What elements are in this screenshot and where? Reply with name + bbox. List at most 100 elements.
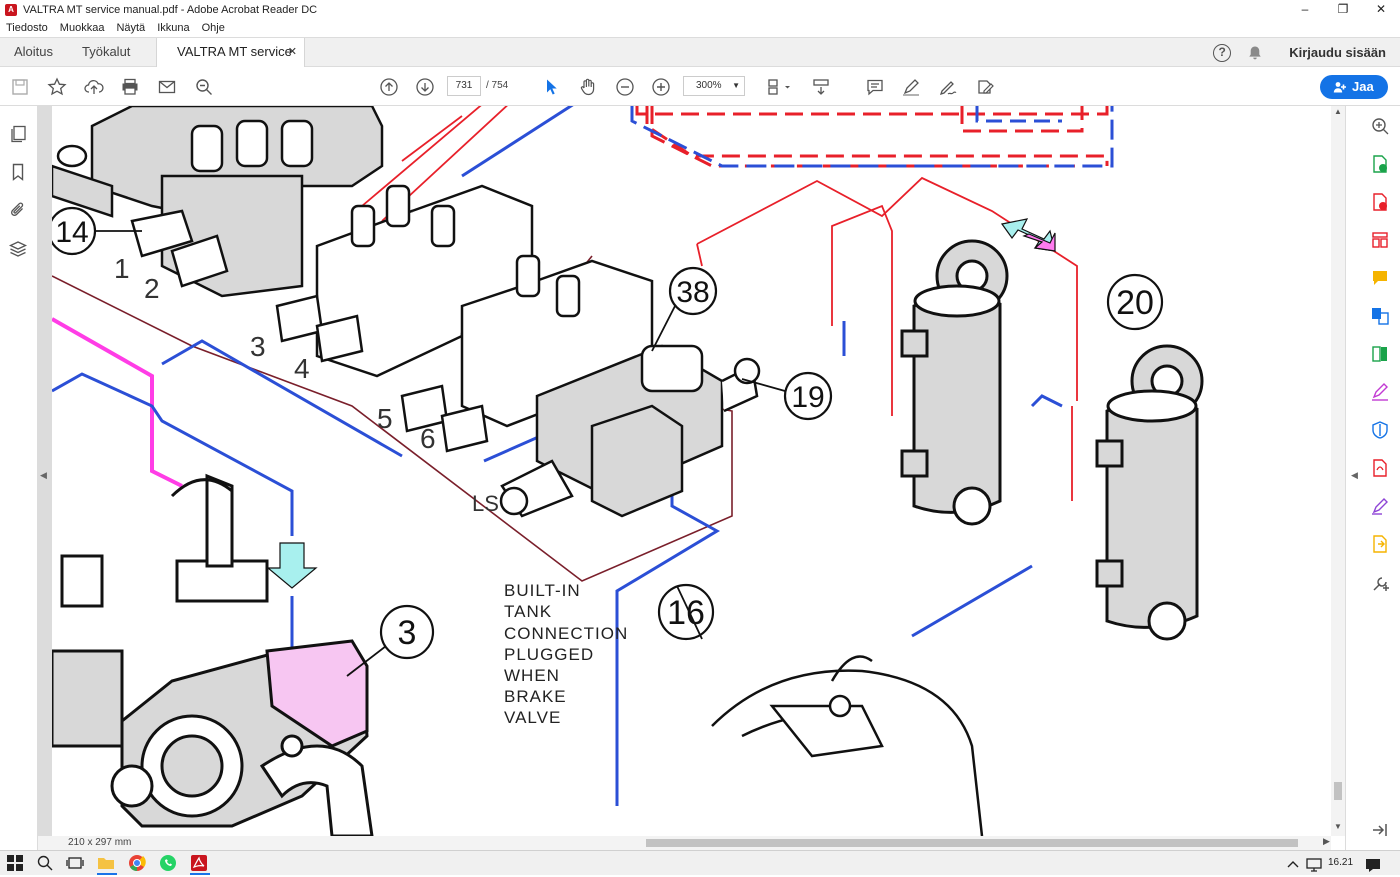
callout-leaders (95, 230, 786, 677)
menu-window[interactable]: Ikkuna (157, 22, 190, 34)
draw-sign-icon[interactable] (937, 76, 959, 98)
enhance-scan-icon[interactable] (1370, 116, 1392, 138)
share-button[interactable]: Jaa (1320, 75, 1388, 99)
expand-panel-icon[interactable] (1370, 820, 1392, 842)
title-bar: A VALTRA MT service manual.pdf - Adobe A… (0, 0, 1400, 19)
taskbar-clock[interactable]: 16.21 (1328, 857, 1354, 868)
zoom-out-icon[interactable] (614, 76, 636, 98)
select-cursor-icon[interactable] (540, 76, 562, 98)
part-number-5: 5 (377, 403, 393, 434)
menu-file[interactable]: Tiedosto (6, 22, 48, 34)
share-button-label: Jaa (1352, 79, 1374, 94)
scroll-down-arrow-icon[interactable]: ▼ (1334, 822, 1342, 831)
right-tools-pane: ◀ (1345, 106, 1400, 850)
comment-icon[interactable] (864, 76, 886, 98)
horizontal-scroll-thumb[interactable] (646, 839, 1298, 847)
create-pdf-icon[interactable] (1370, 192, 1392, 214)
export-pdf-icon[interactable] (1370, 154, 1392, 176)
next-page-icon[interactable] (414, 76, 436, 98)
cloud-upload-icon[interactable] (83, 76, 105, 98)
left-navigation-pane (0, 106, 38, 850)
valve-stack-middle (275, 184, 654, 453)
part-number-4: 4 (294, 353, 310, 384)
search-icon[interactable] (36, 854, 56, 874)
chrome-icon[interactable] (128, 854, 148, 874)
attachments-paperclip-icon[interactable] (8, 200, 30, 222)
send-file-icon[interactable] (1370, 534, 1392, 556)
zoom-in-icon[interactable] (650, 76, 672, 98)
callout-3: 3 (398, 614, 417, 652)
whatsapp-icon[interactable] (159, 854, 179, 874)
bookmarks-icon[interactable] (8, 162, 30, 184)
more-tools-icon[interactable] (1370, 574, 1392, 596)
fill-and-sign-icon[interactable] (1370, 382, 1392, 404)
pdf-page[interactable]: 14 38 19 20 16 3 1 2 3 4 5 6 LS BUILT-IN… (52, 106, 1331, 836)
comment-tool-icon[interactable] (1370, 268, 1392, 290)
combine-files-icon[interactable] (1370, 306, 1392, 328)
tray-chevron-up-icon[interactable] (1284, 856, 1304, 876)
menu-edit[interactable]: Muokkaa (59, 22, 105, 34)
tab-tools[interactable]: Työkalut (82, 44, 131, 59)
windows-taskbar: 16.21 (0, 850, 1400, 875)
notification-center-icon[interactable] (1364, 856, 1384, 876)
acrobat-app-icon: A (5, 3, 17, 16)
task-view-icon[interactable] (66, 854, 86, 874)
zoom-level-select[interactable]: 300% ▼ (683, 76, 745, 96)
page-number-input[interactable]: 731 (447, 76, 481, 96)
ls-label: LS (472, 491, 499, 516)
search-zoom-icon[interactable] (193, 76, 215, 98)
star-bookmark-icon[interactable] (46, 76, 68, 98)
file-explorer-icon[interactable] (97, 854, 117, 874)
notification-bell-icon[interactable] (1247, 45, 1263, 61)
document-viewport[interactable]: 14 38 19 20 16 3 1 2 3 4 5 6 LS BUILT-IN… (38, 106, 1331, 836)
close-window-button[interactable]: ✕ (1375, 2, 1387, 16)
close-tab-icon[interactable]: ✕ (287, 46, 297, 58)
scroll-right-arrow-icon[interactable]: ▶ (1323, 836, 1330, 846)
minimize-button[interactable]: – (1301, 2, 1309, 16)
vertical-scrollbar[interactable]: ▲ ▼ (1331, 106, 1345, 836)
page-layout-icon[interactable] (764, 76, 794, 98)
tab-bar: Aloitus Työkalut VALTRA MT service ... ✕… (0, 37, 1400, 87)
previous-page-icon[interactable] (378, 76, 400, 98)
menu-help[interactable]: Ohje (201, 22, 225, 34)
scroll-mode-icon[interactable] (810, 76, 832, 98)
send-for-signature-icon[interactable] (1370, 496, 1392, 518)
collapse-right-pane-icon[interactable]: ◀ (1351, 470, 1358, 480)
callout-20: 20 (1116, 284, 1154, 322)
double-arrow-indicator (1000, 218, 1056, 252)
help-icon[interactable]: ? (1213, 43, 1232, 62)
note-line-3: CONNECTION (504, 624, 628, 643)
print-icon[interactable] (119, 76, 141, 98)
maximize-button[interactable]: ❐ (1337, 2, 1349, 16)
tab-document[interactable]: VALTRA MT service ... ✕ (156, 38, 305, 87)
collapse-left-pane-icon[interactable]: ◀ (40, 470, 47, 480)
hand-tool-icon[interactable] (577, 76, 599, 98)
windows-start-icon[interactable] (6, 854, 26, 874)
horizontal-scrollbar[interactable]: 210 x 297 mm ▶ (38, 836, 1331, 850)
page-size-label: 210 x 297 mm (68, 837, 132, 848)
export-to-pdf-icon[interactable] (1370, 458, 1392, 480)
active-indicator (97, 873, 117, 875)
protect-shield-icon[interactable] (1370, 420, 1392, 442)
flow-down-arrow (266, 542, 318, 589)
email-icon[interactable] (156, 76, 178, 98)
fill-sign-icon[interactable] (974, 76, 996, 98)
acrobat-taskbar-icon[interactable] (190, 854, 210, 874)
highlight-pen-icon[interactable] (900, 76, 922, 98)
callout-14: 14 (55, 216, 88, 249)
tab-home[interactable]: Aloitus (14, 44, 54, 59)
page-thumbnails-icon[interactable] (8, 124, 30, 146)
sign-in-link[interactable]: Kirjaudu sisään (1289, 45, 1386, 60)
callout-19: 19 (791, 381, 824, 414)
organize-pages-icon[interactable] (1370, 344, 1392, 366)
window-controls: – ❐ ✕ (1286, 0, 1400, 19)
layers-icon[interactable] (8, 239, 30, 261)
note-line-1: BUILT-IN (504, 581, 581, 600)
network-icon[interactable] (1305, 856, 1325, 876)
menu-view[interactable]: Näytä (116, 22, 146, 34)
vertical-scroll-thumb[interactable] (1334, 782, 1342, 800)
scroll-up-arrow-icon[interactable]: ▲ (1334, 107, 1342, 116)
zoom-level-value: 300% (696, 80, 722, 91)
save-icon[interactable] (9, 76, 31, 98)
edit-pdf-icon[interactable] (1370, 230, 1392, 252)
